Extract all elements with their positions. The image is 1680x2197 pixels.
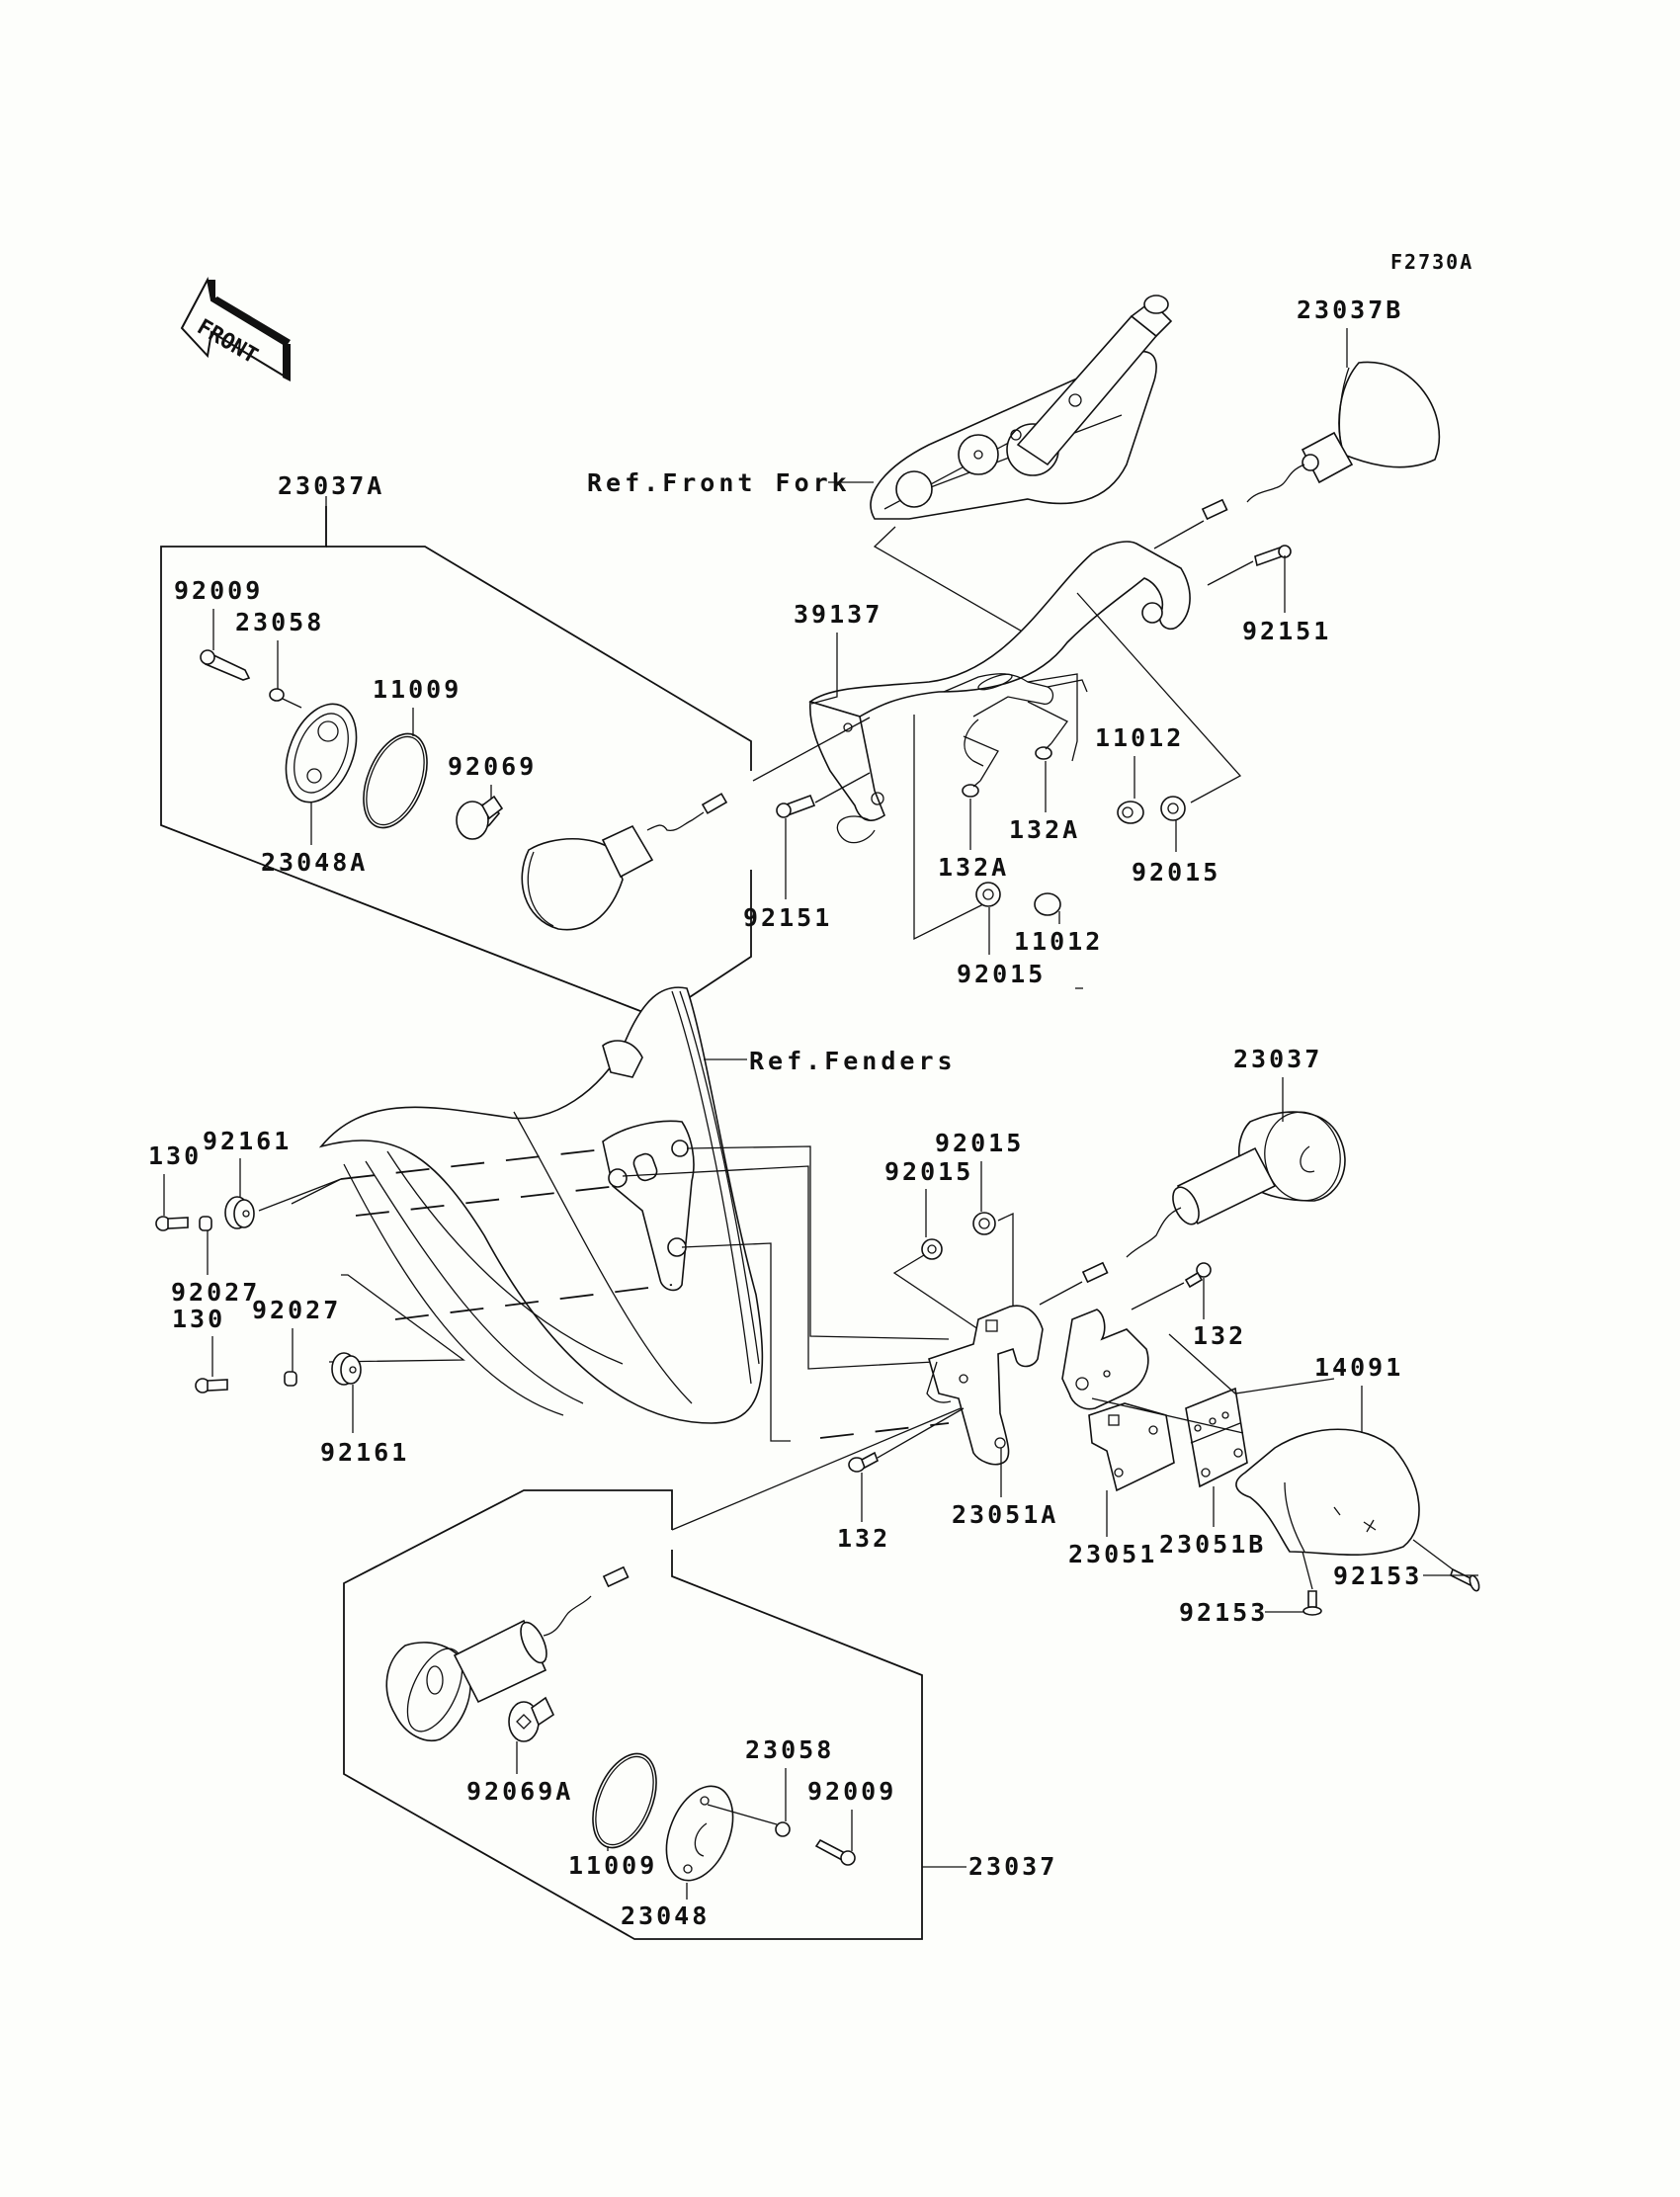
license-lamp-cover-14091 [1235,1428,1420,1557]
part-label-92015-right: 92015 [1132,858,1220,887]
lens-23048 [665,1785,734,1882]
part-label-23037-mid: 23037 [1233,1045,1322,1073]
part-label-92009-bottom: 92009 [807,1777,896,1806]
grommet-92161-lower [331,1352,362,1386]
license-lamp-bracket-23051 [1061,1309,1175,1492]
screw-92009-top [200,649,251,681]
part-label-11012-upper: 11012 [1095,723,1184,752]
front-fork-clamp [870,295,1173,520]
part-label-92015-mid-a: 92015 [935,1129,1024,1157]
part-label-130-top: 130 [148,1141,202,1170]
bolt-132A-left [962,780,981,798]
nut-92015-mid-b [921,1238,943,1260]
part-label-11012-lower: 11012 [1014,927,1103,956]
part-label-23051: 23051 [1068,1540,1157,1568]
bolt-130-lower [195,1378,228,1394]
rear-fender [318,986,764,1424]
part-label-92153-lower: 92153 [1179,1598,1268,1627]
part-label-23037-bottom: 23037 [968,1852,1057,1881]
part-label-92027-top: 92027 [171,1278,260,1307]
part-label-92161-lower: 92161 [320,1438,409,1467]
screw-92009-bottom [814,1838,856,1866]
gasket-11009-bottom [592,1752,657,1849]
part-label-23037A: 23037A [278,471,384,500]
part-label-132A-right: 132A [1009,815,1080,844]
part-label-11009-top: 11009 [373,675,462,704]
part-label-23058-top: 23058 [235,608,324,636]
part-label-92009-top: 92009 [174,576,263,605]
part-label-92069A: 92069A [466,1777,573,1806]
nut-92015-lower [975,882,1001,907]
collar-92027-top [199,1216,212,1231]
bolt-130-top [155,1216,189,1231]
part-label-132-right: 132 [1193,1321,1246,1350]
screw-92153-right [1450,1567,1480,1592]
part-label-92015-lower: 92015 [957,960,1046,988]
bolt-132A-right [1035,742,1052,760]
assembly-box-23037-bottom [343,1489,923,1940]
part-label-132A-left: 132A [938,853,1009,882]
turn-signal-23037B [1201,361,1441,521]
part-label-92161-top: 92161 [203,1127,292,1155]
front-arrow-icon: FRONT [180,277,291,381]
nut-23058-bottom [775,1821,791,1837]
bulb-92069A [508,1696,555,1742]
part-label-92027-lower: 92027 [252,1296,341,1324]
grommet-92161-top [224,1196,255,1229]
part-label-23051B: 23051B [1159,1530,1266,1559]
gasket-11009-top [363,732,428,829]
part-label-23048: 23048 [621,1901,710,1930]
bolt-92151-right [1254,545,1292,567]
part-label-23048A: 23048A [261,848,368,877]
screw-92153-lower [1302,1590,1322,1616]
part-label-23058-bottom: 23058 [745,1735,834,1764]
turn-signal-body-23037A [521,793,728,931]
nut-92015-mid-a [972,1212,996,1235]
bracket-39137 [808,541,1191,844]
bolt-92151-left [776,794,816,818]
bolt-132-right [1184,1262,1212,1289]
part-label-39137: 39137 [794,600,882,629]
part-label-92153-right: 92153 [1333,1562,1422,1590]
nut-23058-top [269,688,285,702]
bolt-132-lower [848,1451,879,1473]
lens-cover-23048A [285,703,358,803]
turn-signal-23037-mid [1081,1111,1346,1284]
bulb-92069 [456,795,504,840]
figure-code: F2730A [1390,250,1473,274]
part-label-14091: 14091 [1314,1353,1403,1382]
collar-11012-lower [1034,892,1061,916]
part-label-23037B: 23037B [1297,296,1403,324]
part-label-23051A: 23051A [952,1500,1058,1529]
part-label-92151-left: 92151 [743,903,832,932]
nut-92015-right [1160,796,1186,821]
ref-fenders-label: Ref.Fenders [749,1047,957,1075]
part-label-11009-bottom: 11009 [568,1851,657,1880]
part-label-92151-right: 92151 [1242,617,1331,645]
part-label-132-lower: 132 [837,1524,890,1553]
plate-23051B [1185,1387,1248,1488]
turn-signal-body-23037-bottom [385,1565,630,1741]
bracket-23051A [926,1305,1044,1466]
collar-92027-lower [284,1371,297,1387]
part-label-92069: 92069 [448,752,537,781]
collar-11012-upper [1117,801,1144,824]
part-label-130-lower: 130 [172,1305,225,1333]
part-label-92015-mid-b: 92015 [884,1157,973,1186]
ref-front-fork-label: Ref.Front Fork [587,468,851,497]
